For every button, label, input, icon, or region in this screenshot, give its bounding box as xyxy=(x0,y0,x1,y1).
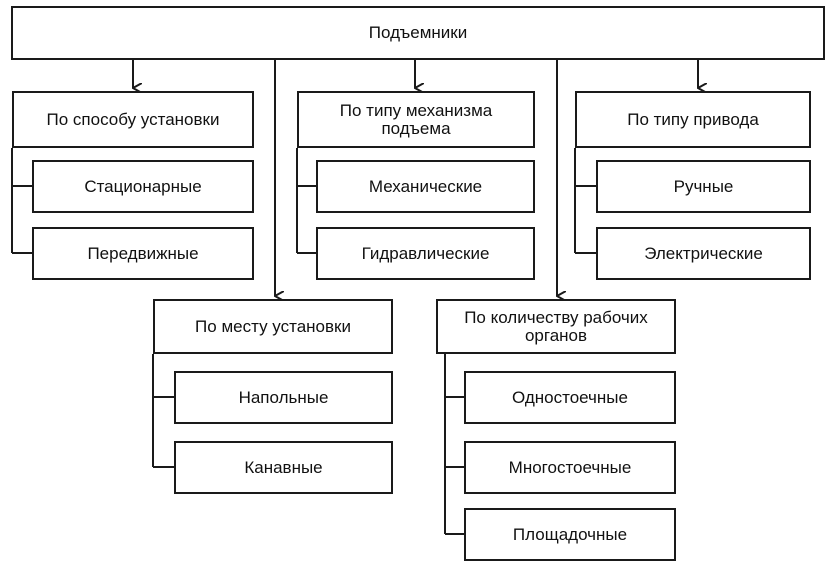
group-item-box-1-2: Передвижные xyxy=(32,227,254,280)
group-item-box-1-1: Стационарные xyxy=(32,160,254,213)
group-item-5-3: Площадочные xyxy=(512,524,628,544)
group-title-box-1: По способу установки xyxy=(12,91,254,148)
group-item-3-2: Электрические xyxy=(644,243,763,263)
group-item-4-1: Напольные xyxy=(238,387,329,407)
group-title-3: По типу привода xyxy=(627,109,759,129)
group-title-5: По количеству рабочих органов xyxy=(464,307,648,345)
group-item-box-2-2: Гидравлические xyxy=(316,227,535,280)
group-item-2-2: Гидравлические xyxy=(361,243,490,263)
group-title-4: По месту установки xyxy=(195,316,351,336)
group-item-1-2: Передвижные xyxy=(87,243,199,263)
group-item-5-1: Одностоечные xyxy=(512,387,628,407)
group-title-1: По способу установки xyxy=(46,109,220,129)
group-item-box-5-1: Одностоечные xyxy=(464,371,676,424)
group-item-box-5-2: Многостоечные xyxy=(464,441,676,494)
group-item-box-3-2: Электрические xyxy=(596,227,811,280)
group-title-box-2: По типу механизма подъема xyxy=(297,91,535,148)
group-item-box-2-1: Механические xyxy=(316,160,535,213)
group-item-box-4-2: Канавные xyxy=(174,441,393,494)
group-item-box-5-3: Площадочные xyxy=(464,508,676,561)
group-item-4-2: Канавные xyxy=(244,457,323,477)
group-item-2-1: Механические xyxy=(368,176,483,196)
group-title-2: По типу механизма подъема xyxy=(339,100,493,138)
group-title-box-5: По количеству рабочих органов xyxy=(436,299,676,354)
root-box: Подъемники xyxy=(11,6,825,60)
group-item-3-1: Ручные xyxy=(673,176,734,196)
group-item-5-2: Многостоечные xyxy=(508,457,632,477)
group-title-box-4: По месту установки xyxy=(153,299,393,354)
group-item-box-4-1: Напольные xyxy=(174,371,393,424)
group-item-1-1: Стационарные xyxy=(84,176,202,196)
group-title-box-3: По типу привода xyxy=(575,91,811,148)
root-label: Подъемники xyxy=(368,23,468,42)
group-item-box-3-1: Ручные xyxy=(596,160,811,213)
